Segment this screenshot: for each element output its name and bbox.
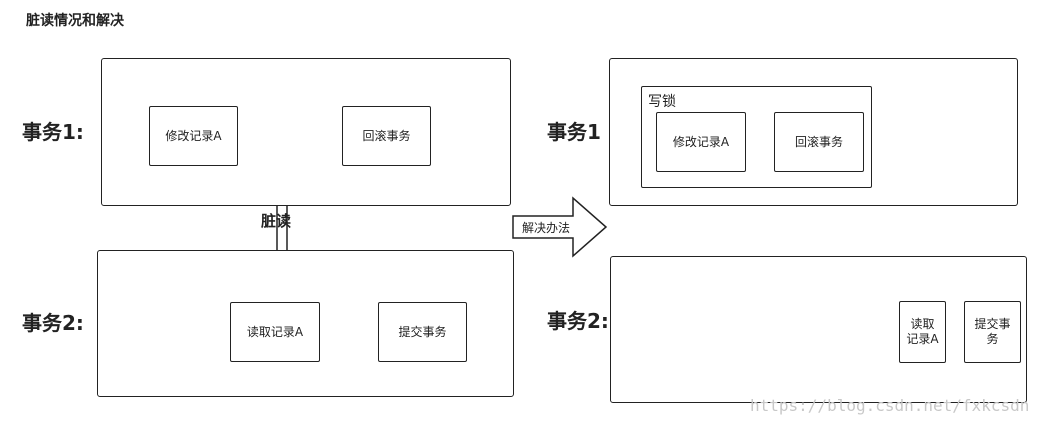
read-record-box: 读取记录A: [230, 302, 320, 362]
dirty-read-label: 脏读: [261, 212, 292, 230]
commit-box: 提交事务: [378, 302, 467, 362]
solution-arrow: [512, 196, 608, 258]
lock-modify-record-box: 修改记录A: [656, 112, 746, 172]
right-transaction2-label: 事务2:: [547, 309, 609, 333]
write-lock-label: 写锁: [648, 94, 676, 110]
page-title: 脏读情况和解决: [26, 13, 124, 29]
left-transaction1-label: 事务1:: [22, 120, 84, 144]
watermark: https://blog.csdn.net/fxkcsdn: [750, 396, 1030, 415]
right-transaction2-panel: [610, 256, 1027, 403]
right-read-record-box: 读取记录A: [899, 301, 946, 363]
left-transaction2-label: 事务2:: [22, 311, 84, 335]
solution-label: 解决办法: [522, 221, 571, 235]
lock-rollback-box: 回滚事务: [774, 112, 864, 172]
right-commit-box: 提交事务: [964, 301, 1021, 363]
modify-record-box: 修改记录A: [149, 106, 238, 166]
rollback-box: 回滚事务: [342, 106, 431, 166]
right-transaction1-label: 事务1: [547, 120, 601, 144]
